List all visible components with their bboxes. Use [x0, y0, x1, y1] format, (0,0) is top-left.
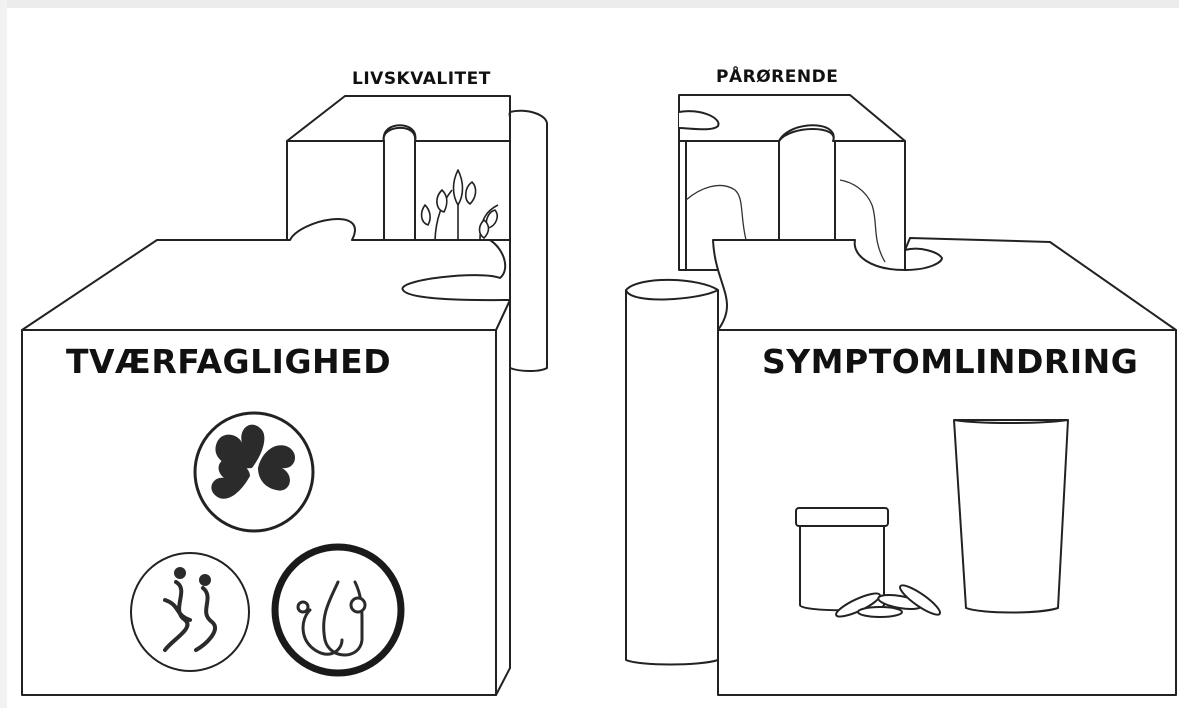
top-border	[0, 0, 1179, 8]
label-tvaerfaglighed: TVÆRFAGLIGHED	[66, 342, 391, 381]
people-figures-icon	[131, 553, 249, 671]
four-leaf-clover-icon	[195, 413, 313, 531]
label-livskvalitet: LIVSKVALITET	[352, 69, 491, 89]
left-border	[0, 0, 7, 708]
puzzle-piece-symptomlindring	[626, 238, 1176, 695]
water-glass-icon	[954, 420, 1068, 613]
stethoscope-icon	[275, 547, 401, 673]
label-symptomlindring: SYMPTOMLINDRING	[762, 342, 1138, 381]
label-parorende: PÅRØRENDE	[716, 67, 838, 87]
